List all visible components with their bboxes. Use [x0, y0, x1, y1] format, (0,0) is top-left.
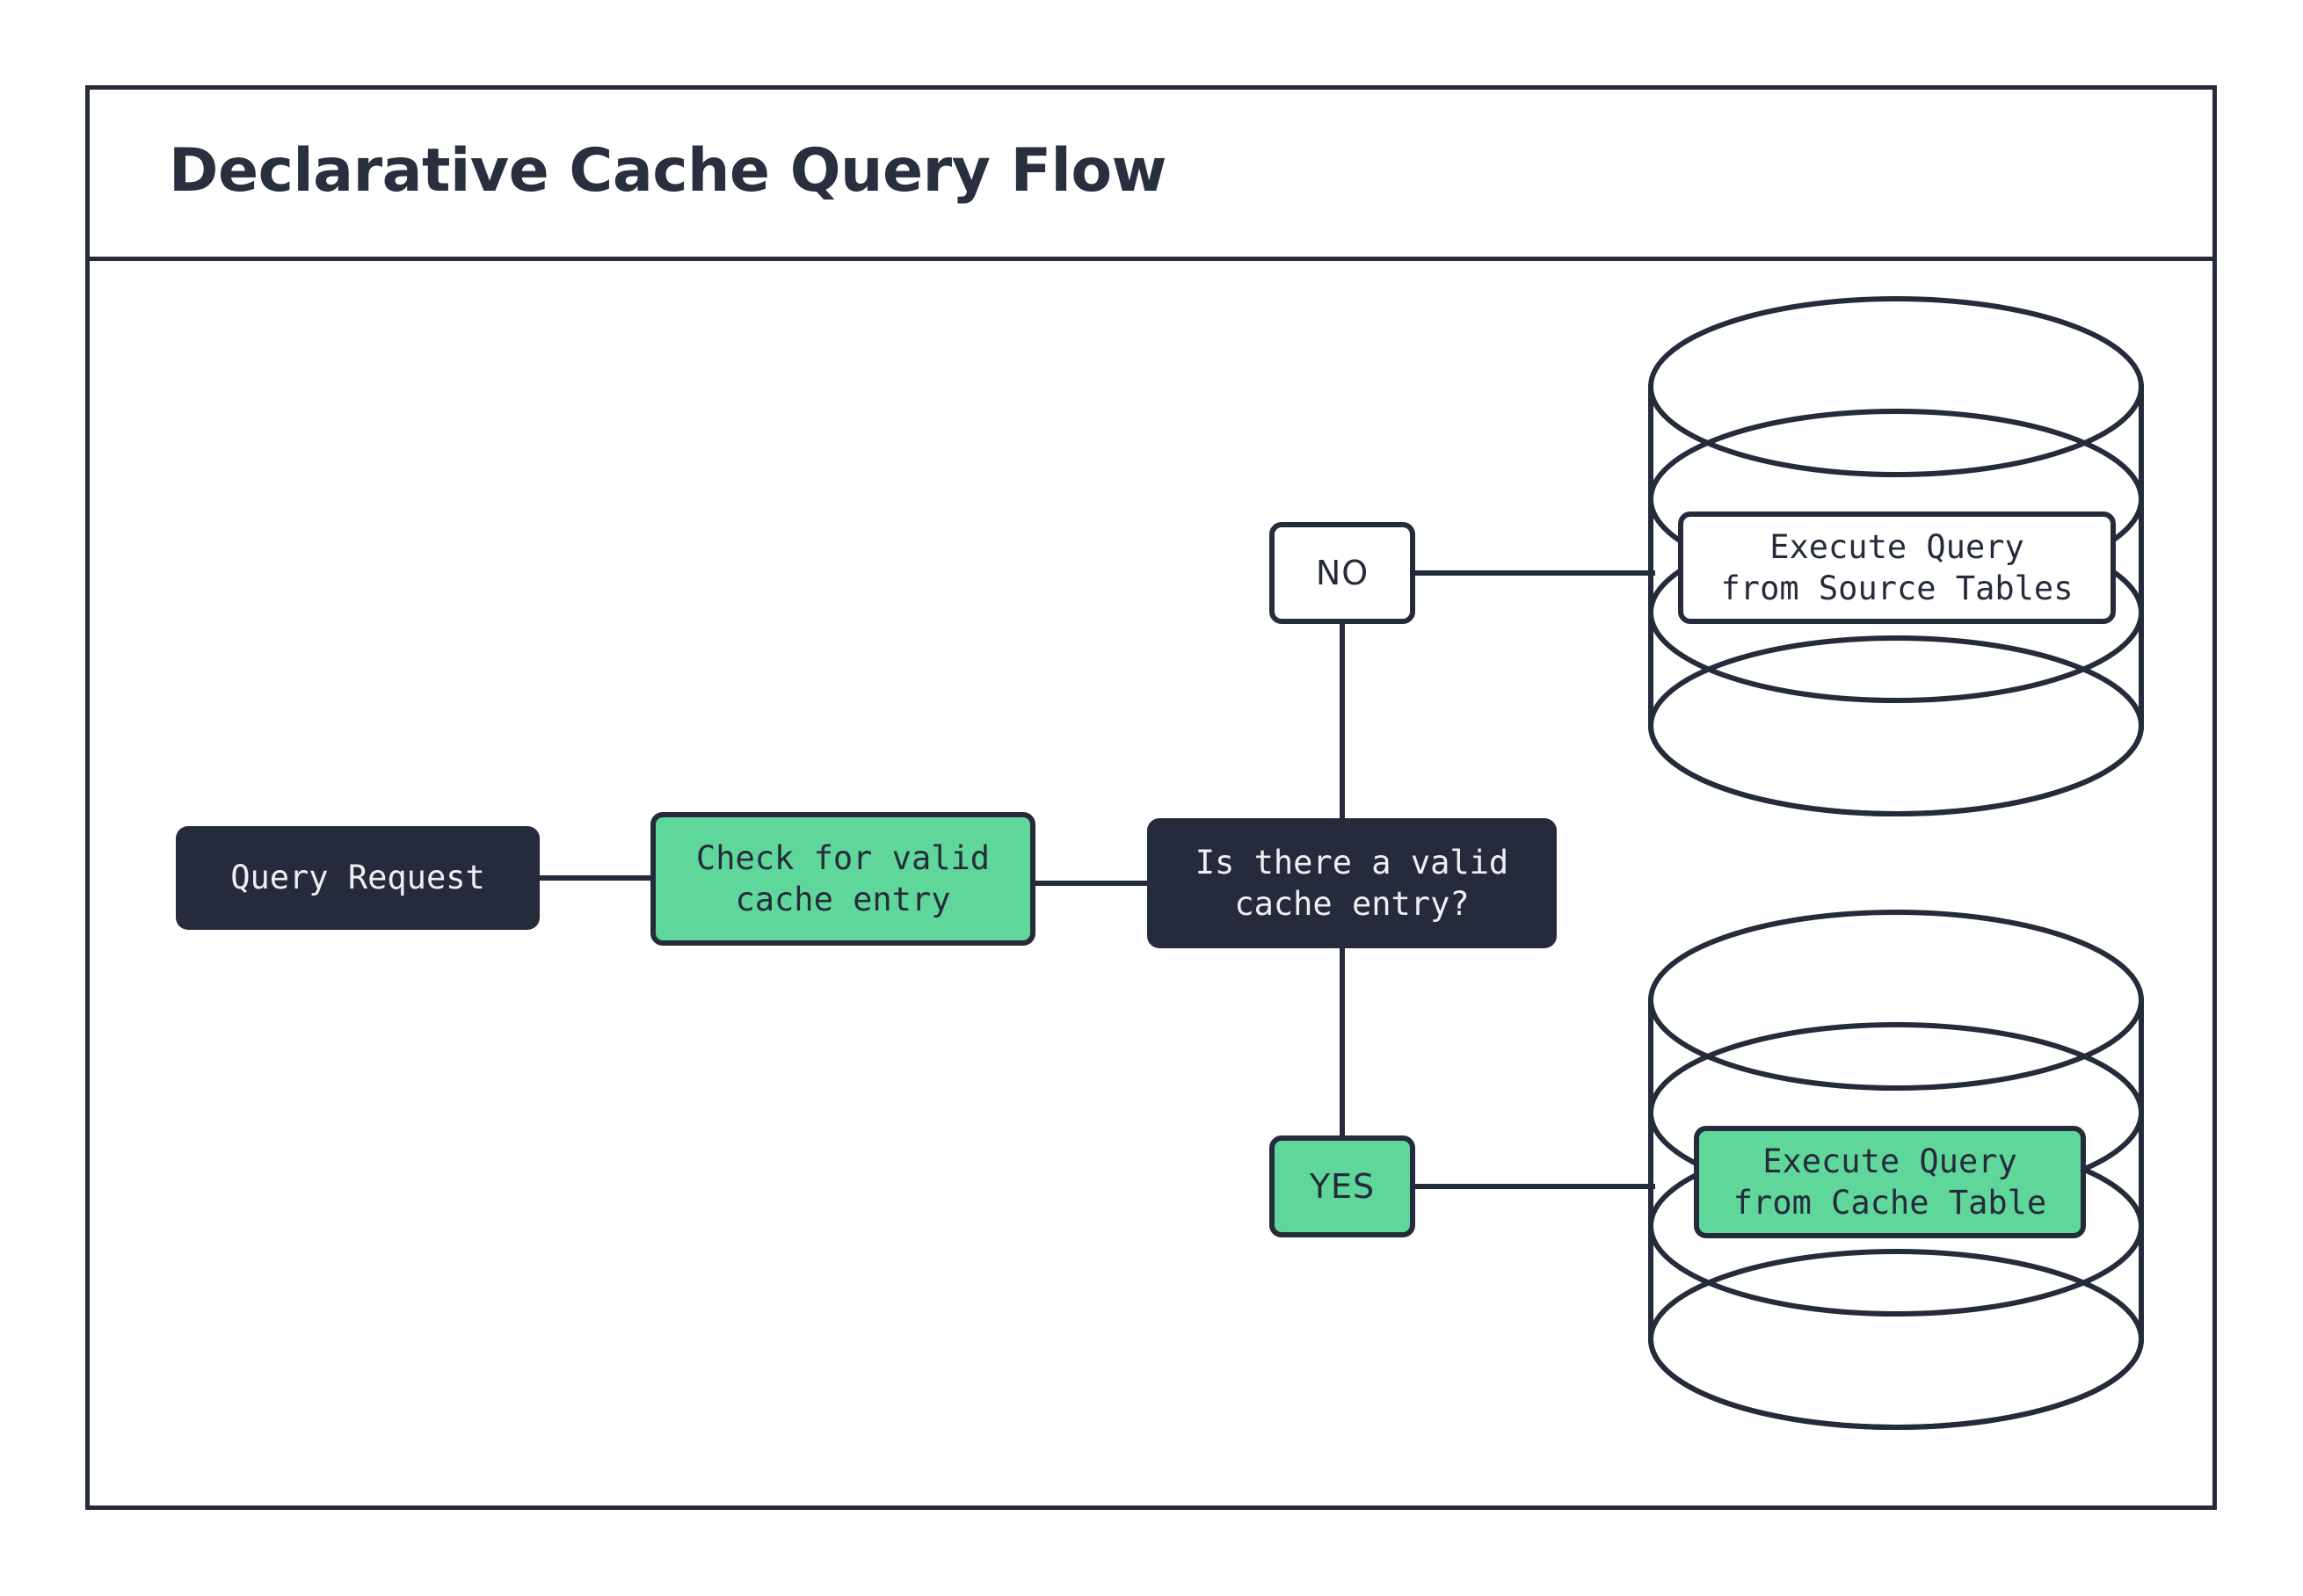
- page-title: Declarative Cache Query Flow: [169, 136, 1166, 206]
- node-query-request[interactable]: Query Request: [176, 826, 540, 930]
- diagram-frame: [85, 85, 2217, 1510]
- node-execute-query-from-source-tables[interactable]: Execute Query from Source Tables: [1678, 511, 2116, 624]
- node-execute-query-from-cache-table[interactable]: Execute Query from Cache Table: [1694, 1126, 2086, 1238]
- node-check-for-valid-cache-entry[interactable]: Check for valid cache entry: [650, 812, 1035, 946]
- node-decision-valid-cache-entry[interactable]: Is there a valid cache entry?: [1147, 818, 1557, 948]
- branch-label-no[interactable]: NO: [1269, 522, 1415, 624]
- branch-label-yes[interactable]: YES: [1269, 1135, 1415, 1237]
- diagram-title-bar: Declarative Cache Query Flow: [85, 85, 2217, 261]
